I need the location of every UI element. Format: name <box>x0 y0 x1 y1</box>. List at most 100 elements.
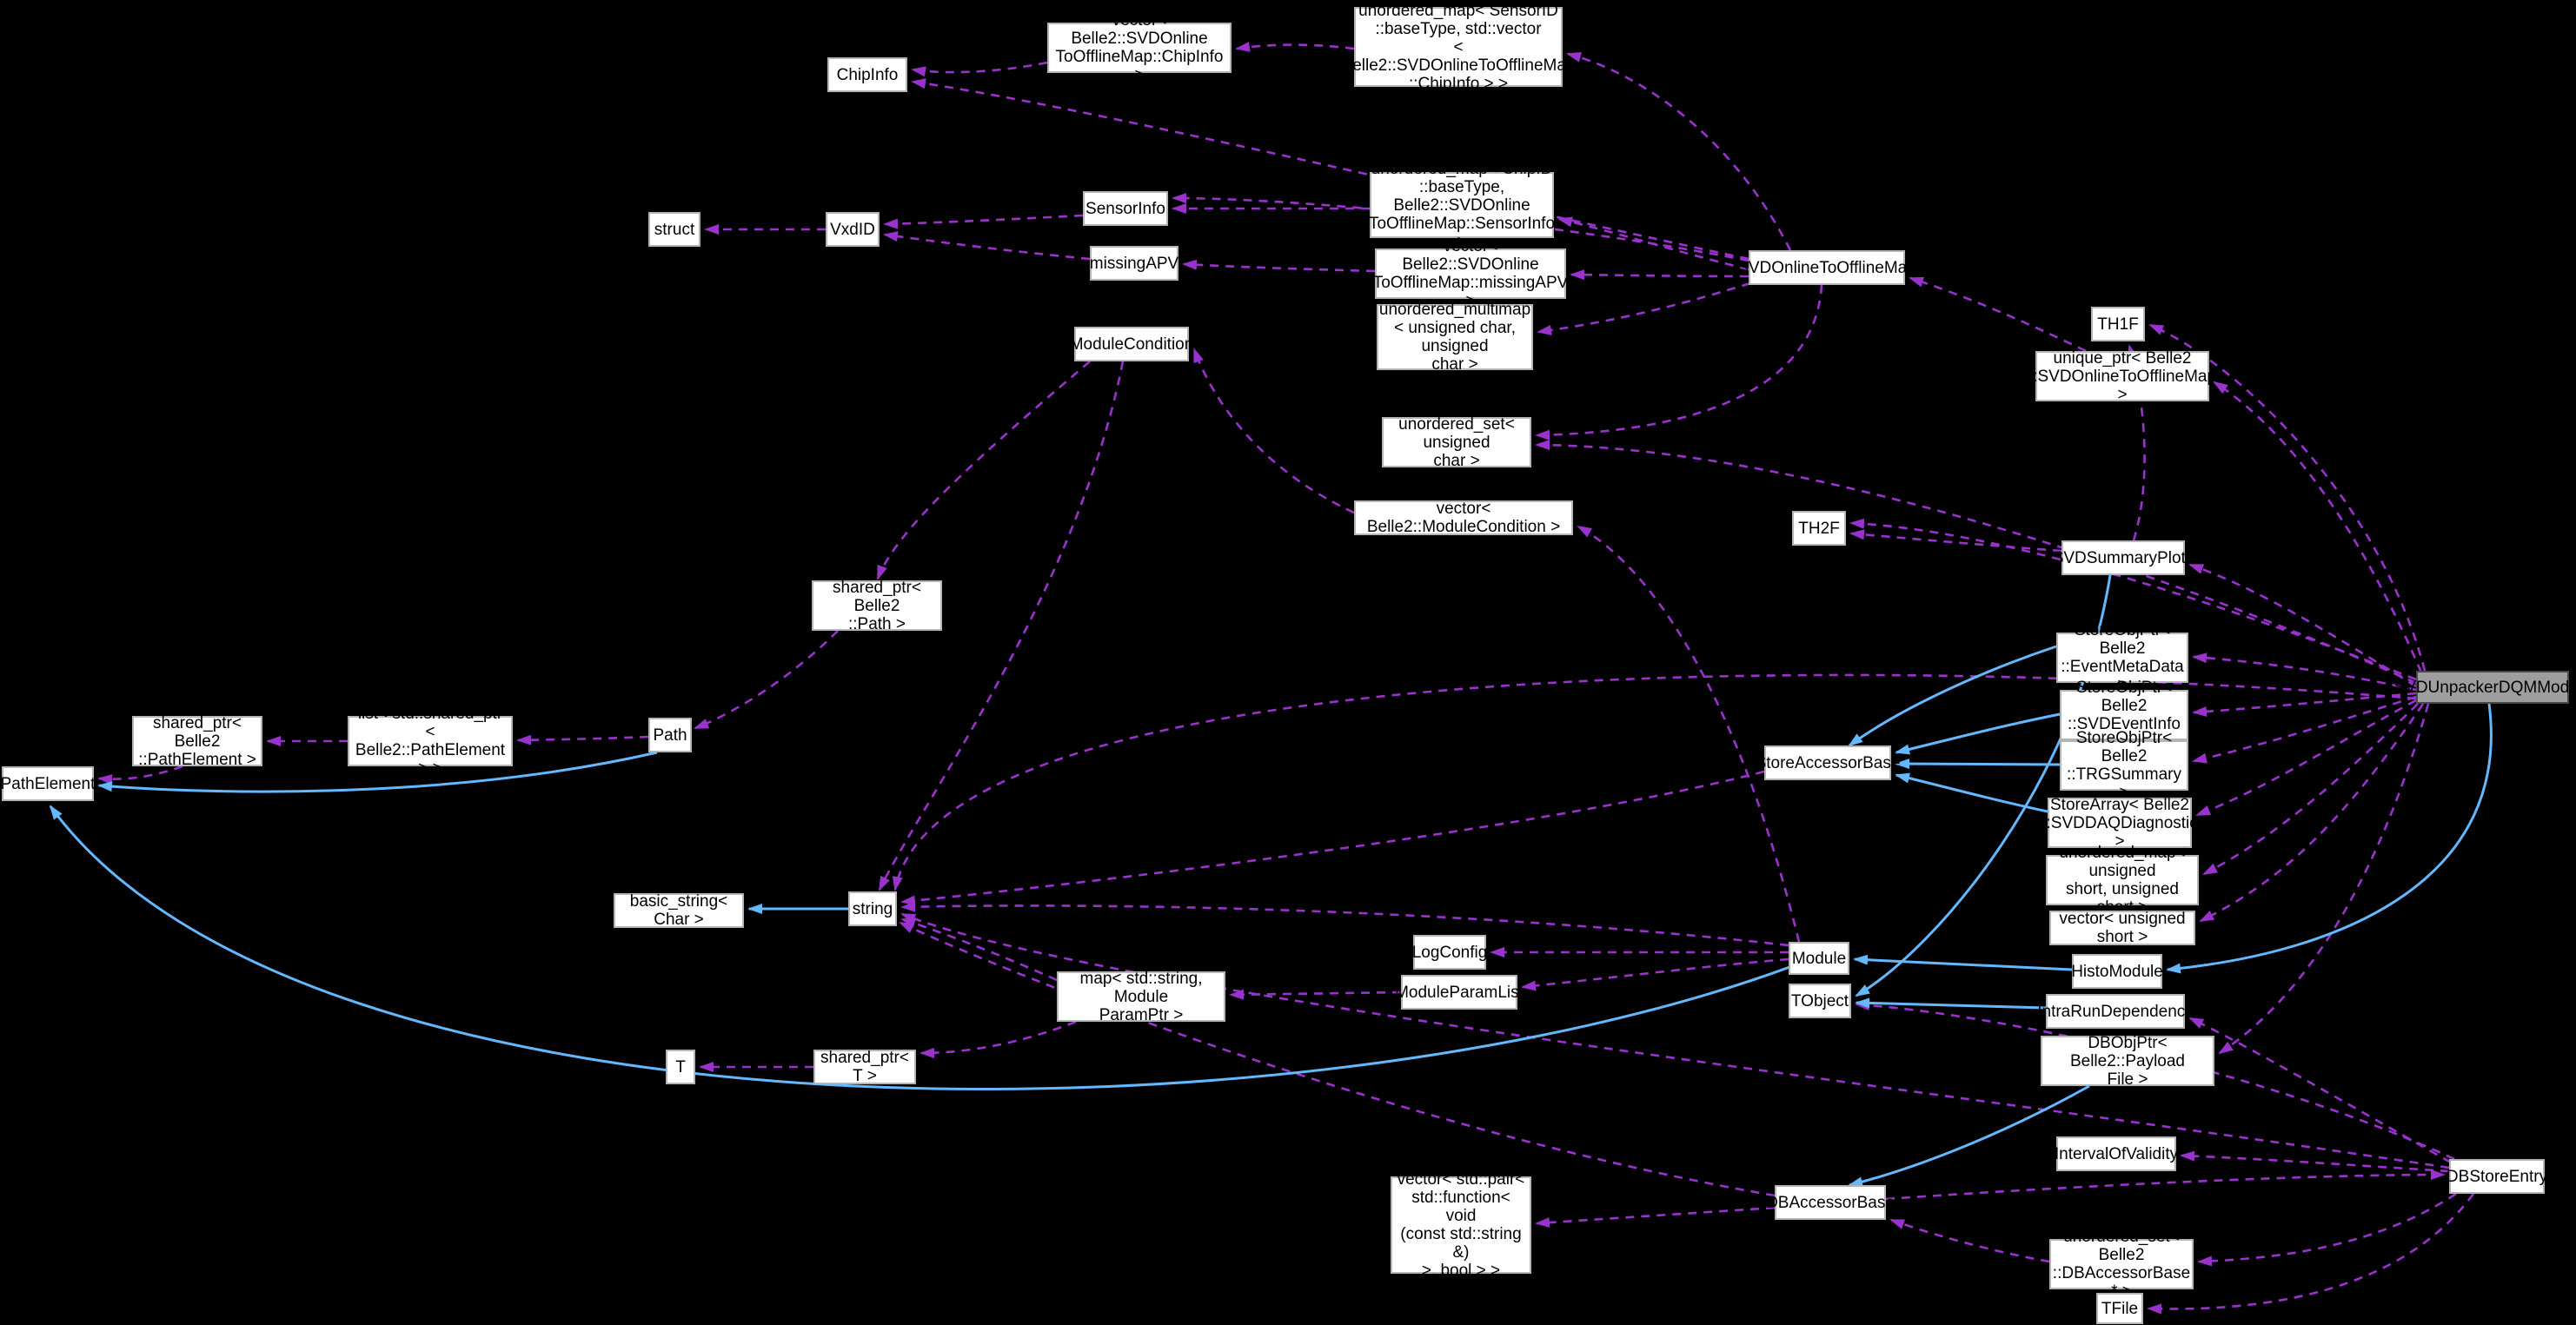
edge-path-to-pathelement <box>97 751 658 793</box>
edge-module-to-pathelement <box>49 805 1793 1090</box>
edge-main-to-sop-trg <box>2192 695 2417 764</box>
edge-main-to-th1f <box>2148 323 2427 672</box>
edge-dbstoreentry-to-tfile <box>2147 1193 2475 1315</box>
node-sop-emd[interactable]: StoreObjPtr< Belle2 ::EventMetaData > <box>2056 621 2188 694</box>
node-modcond[interactable]: ModuleCondition <box>1070 327 1193 361</box>
edge-vec-modcond-to-modcond <box>1192 348 1355 514</box>
node-dbaccessor[interactable]: DBAccessorBase <box>1766 1185 1895 1220</box>
edge-module-to-modparamlist <box>1521 957 1789 991</box>
edge-sptr-pathel-to-pathelement <box>97 765 183 785</box>
node-tobject[interactable]: TObject <box>1789 984 1851 1018</box>
node-vec-chipinfo[interactable]: vector< Belle2::SVDOnline ToOfflineMap::… <box>1047 11 1232 84</box>
edge-uniqueptr-to-svdonline <box>1909 276 2087 353</box>
node-sop-trg[interactable]: StoreObjPtr< Belle2 ::TRGSummary > <box>2060 729 2188 802</box>
edge-module-to-vec-modcond <box>1577 525 1801 943</box>
edge-main-to-sop-svd <box>2192 692 2417 717</box>
node-umultimap[interactable]: unordered_multimap < unsigned char, unsi… <box>1377 301 1533 374</box>
edge-main-to-uset-uc <box>1535 440 2417 685</box>
node-chipinfo[interactable]: ChipInfo <box>827 57 907 92</box>
edge-sop-emd-to-storeaccessor <box>1848 645 2057 747</box>
edge-main-to-histomodule <box>2166 703 2493 974</box>
edge-sptr-path-to-path <box>694 630 839 730</box>
node-sensorinfo[interactable]: SensorInfo <box>1083 191 1168 226</box>
edge-dbstoreentry-to-tobject <box>1855 999 2455 1161</box>
node-iov[interactable]: IntervalOfValidity <box>2055 1136 2178 1171</box>
node-histomodule[interactable]: HistoModule <box>2071 954 2163 989</box>
node-storearray[interactable]: StoreArray< Belle2 ::SVDDAQDiagnostic > <box>2042 795 2198 851</box>
edge-missingapv-to-vxdid <box>883 231 1091 261</box>
edge-main-to-storearray <box>2195 699 2417 817</box>
node-th1f[interactable]: TH1F <box>2091 307 2145 341</box>
edge-main-to-uniqueptr <box>2213 381 2423 673</box>
node-vec-modcond[interactable]: vector< Belle2::ModuleCondition > <box>1354 500 1573 536</box>
node-uniqueptr[interactable]: unique_ptr< Belle2 ::SVDOnlineToOfflineM… <box>2028 348 2217 404</box>
node-struct[interactable]: struct <box>648 212 700 247</box>
node-vec-pair[interactable]: vector< std::pair< std::function< void (… <box>1391 1170 1531 1280</box>
edge-dbaccessor-to-string <box>899 921 1776 1197</box>
edge-sop-trg-to-storeaccessor <box>1895 759 2061 770</box>
node-svdsummary[interactable]: SVDSummaryPlots <box>2053 540 2194 575</box>
edge-dbaccessor-to-dbstoreentry <box>1885 1169 2446 1201</box>
edge-module-to-string <box>900 901 1789 947</box>
node-dbobjptr[interactable]: DBObjPtr< Belle2::Payload File > <box>2041 1034 2214 1089</box>
edge-sop-svd-to-storeaccessor <box>1895 712 2061 755</box>
edge-dbaccessor-to-vec-pair <box>1535 1206 1776 1229</box>
edge-main-to-umap-us <box>2202 703 2419 876</box>
node-vec-missingapv[interactable]: vector< Belle2::SVDOnline ToOfflineMap::… <box>1372 237 1569 310</box>
node-modparamlist[interactable]: ModuleParamList <box>1395 975 1524 1010</box>
node-main[interactable]: SVDUnpackerDQMModule <box>2393 671 2576 704</box>
node-path[interactable]: Path <box>648 718 692 752</box>
edge-dbstoreentry-to-uset-dba <box>2197 1192 2457 1267</box>
edge-svdonline-to-umultimap <box>1537 282 1751 335</box>
node-missingapv[interactable]: missingAPV <box>1090 246 1178 281</box>
edge-svdsummary-to-th2f <box>1849 529 2062 553</box>
node-module[interactable]: Module <box>1789 942 1849 975</box>
node-vec-us[interactable]: vector< unsigned short > <box>2049 910 2195 946</box>
node-sptr-path[interactable]: shared_ptr< Belle2 ::Path > <box>812 579 942 633</box>
node-th2f[interactable]: TH2F <box>1792 511 1846 546</box>
edge-storeaccessor-to-string <box>900 770 1765 906</box>
edge-main-to-dbobjptr <box>2218 703 2430 1055</box>
edge-svdonline-to-uset-uc <box>1535 284 1823 441</box>
node-logconfig[interactable]: LogConfig <box>1412 935 1487 970</box>
node-umap-sensorid[interactable]: unordered_map< SensorID ::baseType, std:… <box>1341 1 1576 93</box>
node-t[interactable]: T <box>666 1050 695 1084</box>
node-list-pathel[interactable]: list< std::shared_ptr < Belle2::PathElem… <box>348 705 513 778</box>
node-uset-uc[interactable]: unordered_set< unsigned char > <box>1382 415 1531 470</box>
edge-vec-chipinfo-to-chipinfo <box>911 61 1048 77</box>
edge-svdsummary-to-th1f <box>2128 344 2146 541</box>
node-map-mpp[interactable]: map< std::string, Module ParamPtr > <box>1057 970 1225 1024</box>
node-intrarun[interactable]: IntraRunDependency <box>2037 994 2194 1029</box>
node-umap-us[interactable]: unordered_map< unsigned short, unsigned … <box>2046 844 2199 917</box>
node-string[interactable]: string <box>848 891 897 926</box>
node-sptr-pathel[interactable]: shared_ptr< Belle2 ::PathElement > <box>132 714 262 769</box>
edge-main-to-svdsummary <box>2188 563 2417 688</box>
node-sop-svd[interactable]: StoreObjPtr< Belle2 ::SVDEventInfo > <box>2060 679 2188 752</box>
edge-main-to-sop-emd <box>2192 653 2417 692</box>
edge-map-mpp-to-sptr-t <box>920 1020 1077 1058</box>
edge-svdonline-to-umap-chipid <box>1557 216 1749 271</box>
node-sptr-t[interactable]: shared_ptr< T > <box>813 1049 916 1085</box>
node-svdonline[interactable]: SVDOnlineToOfflineMap <box>1737 250 1916 285</box>
edge-vec-missingapv-to-missingapv <box>1182 259 1376 273</box>
edge-svdonline-to-sensorinfo <box>1172 193 1749 262</box>
node-pathelement[interactable]: PathElement <box>1 766 95 801</box>
node-uset-dba[interactable]: unordered_set< Belle2 ::DBAccessorBase *… <box>2049 1228 2194 1301</box>
edge-intrarun-to-tobject <box>1855 997 2047 1010</box>
edge-storearray-to-storeaccessor <box>1895 772 2048 813</box>
node-umap-chipid[interactable]: unordered_map< ChipID ::baseType, Belle2… <box>1368 159 1556 251</box>
edge-umap-sensorid-to-vec-chipinfo <box>1235 41 1355 52</box>
edge-main-to-vec-us <box>2199 703 2425 923</box>
edge-histomodule-to-module <box>1853 954 2073 971</box>
edge-modparamlist-to-map-mpp <box>1229 989 1402 1000</box>
edge-svdonline-to-umap-sensorid <box>1566 52 1792 251</box>
node-storeaccessor[interactable]: StoreAccessorBase <box>1756 745 1900 780</box>
node-tfile[interactable]: TFile <box>2096 1293 2143 1324</box>
node-basicstring[interactable]: basic_string< Char > <box>614 892 744 929</box>
node-vxdid[interactable]: VxdID <box>826 212 880 247</box>
node-dbstoreentry[interactable]: DBStoreEntry <box>2447 1159 2547 1194</box>
edge-modcond-to-string <box>878 361 1125 891</box>
edge-map-mpp-to-string <box>900 918 1058 982</box>
